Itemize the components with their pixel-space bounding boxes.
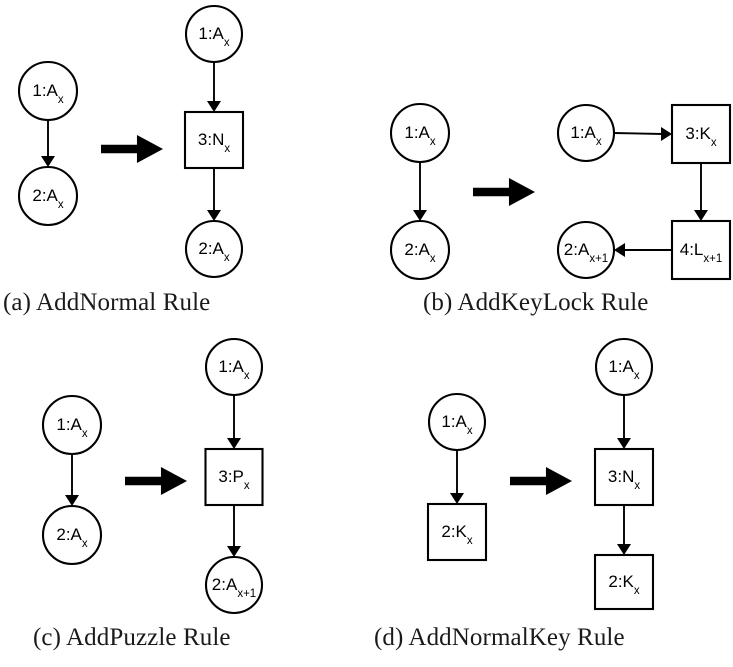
node-a-lhs-n1: 1:Ax xyxy=(17,60,79,122)
panel-b: 1:Ax 2:Ax 1:Ax 3:Kx 4:Lx+1 2:Ax+1 xyxy=(389,102,732,281)
node-rect-n2 xyxy=(593,553,655,611)
node-c-rhs-n1: 1:Ax xyxy=(204,337,264,397)
edge-arrowhead-a-n1-n2 xyxy=(41,156,55,167)
node-label-c-rhs-n3: 3:Px xyxy=(218,467,250,492)
edge-arrowhead-d-n3-n2 xyxy=(617,544,631,555)
node-rect-n3 xyxy=(204,447,264,507)
edge-arrowhead-a-n1-n3 xyxy=(207,101,221,112)
node-circle-n2 xyxy=(41,504,103,566)
node-d-lhs-n1: 1:Ax xyxy=(427,392,487,452)
node-rect-n2 xyxy=(426,502,488,562)
node-circle-n2 xyxy=(556,220,616,280)
node-circle-n2 xyxy=(204,555,264,615)
node-c-lhs-n1: 1:Ax xyxy=(41,394,103,456)
edge-arrowhead-a-n3-n2 xyxy=(207,210,221,221)
node-label-c-rhs-n2: 2:Ax+1 xyxy=(212,575,256,600)
node-rect-n3 xyxy=(593,447,655,507)
node-label-a-rhs-n3: 3:Nx xyxy=(198,130,230,155)
node-rect-n3 xyxy=(670,103,732,165)
node-c-rhs-n3: 3:Px xyxy=(204,447,264,507)
node-b-rhs-n4: 4:Lx+1 xyxy=(670,219,732,281)
node-label-c-lhs-n2: 2:Ax xyxy=(56,525,88,550)
node-label-d-rhs-n2: 2:Kx xyxy=(608,572,640,597)
rewrite-arrow-b xyxy=(473,178,535,206)
node-circle-n1 xyxy=(594,337,654,397)
node-rect-n4 xyxy=(670,219,732,281)
node-label-c-rhs-n1: 1:Ax xyxy=(218,357,250,382)
panel-c-caption: (c) AddPuzzle Rule xyxy=(33,624,231,651)
node-label-a-rhs-n1: 1:Ax xyxy=(198,24,230,49)
node-circle-n1 xyxy=(389,102,451,164)
panel-c: 1:Ax 2:Ax 1:Ax 3:Px 2:Ax+1 xyxy=(41,337,264,615)
panel-a: 1:Ax 2:Ax 1:Ax 3:Nx 2:Ax xyxy=(17,4,245,279)
node-label-d-lhs-n2: 2:Kx xyxy=(441,522,473,547)
node-label-a-lhs-n1: 1:Ax xyxy=(32,81,64,106)
panel-a-caption: (a) AddNormal Rule xyxy=(3,289,211,316)
node-label-b-rhs-n2: 2:Ax+1 xyxy=(564,240,608,265)
edge-arrowhead-b-n1-n2 xyxy=(413,210,427,221)
edge-arrowhead-c-n1-n3 xyxy=(227,438,241,449)
panel-d: 1:Ax 2:Kx 1:Ax 3:Nx 2:Kx xyxy=(426,337,655,611)
node-d-rhs-n1: 1:Ax xyxy=(594,337,654,397)
node-circle-n2 xyxy=(17,165,79,227)
rewrite-arrow-d xyxy=(510,467,572,495)
node-b-lhs-n1: 1:Ax xyxy=(389,102,451,164)
node-circle-n1 xyxy=(41,394,103,456)
node-label-b-rhs-n1: 1:Ax xyxy=(570,123,602,148)
edge-arrowhead-b-n1-n3 xyxy=(661,127,672,141)
node-label-b-rhs-n4: 4:Lx+1 xyxy=(680,240,723,265)
panel-b-caption: (b) AddKeyLock Rule xyxy=(423,289,649,316)
edge-arrowhead-d-n1-n3 xyxy=(617,438,631,449)
node-circle-n1 xyxy=(556,103,616,163)
node-c-rhs-n2: 2:Ax+1 xyxy=(204,555,264,615)
edge-arrowhead-b-n4-n2 xyxy=(614,243,625,257)
node-circle-n1 xyxy=(17,60,79,122)
node-label-d-lhs-n1: 1:Ax xyxy=(441,412,473,437)
edge-arrowhead-c-n1-n2 xyxy=(65,495,79,506)
node-label-b-rhs-n3: 3:Kx xyxy=(685,124,717,149)
panel-d-caption: (d) AddNormalKey Rule xyxy=(374,624,625,651)
rewrite-arrow-c xyxy=(125,467,187,495)
node-circle-n2 xyxy=(389,219,451,281)
node-circle-n1 xyxy=(204,337,264,397)
node-label-a-rhs-n2: 2:Ax xyxy=(198,239,230,264)
node-label-d-rhs-n1: 1:Ax xyxy=(608,357,640,382)
node-label-b-lhs-n2: 2:Ax xyxy=(404,240,436,265)
node-d-lhs-n2: 2:Kx xyxy=(426,502,488,562)
node-label-d-rhs-n3: 3:Nx xyxy=(608,467,640,492)
node-b-rhs-n1: 1:Ax xyxy=(556,103,616,163)
node-circle-n1 xyxy=(184,4,244,64)
node-a-rhs-n1: 1:Ax xyxy=(184,4,244,64)
node-c-lhs-n2: 2:Ax xyxy=(41,504,103,566)
node-b-lhs-n2: 2:Ax xyxy=(389,219,451,281)
node-label-c-lhs-n1: 1:Ax xyxy=(56,415,88,440)
edge-arrowhead-d-n1-n2 xyxy=(450,493,464,504)
node-d-rhs-n3: 3:Nx xyxy=(593,447,655,507)
node-a-rhs-n3: 3:Nx xyxy=(183,110,245,170)
node-rect-n3 xyxy=(183,110,245,170)
node-circle-n2 xyxy=(184,219,244,279)
edge-arrowhead-b-n3-n4 xyxy=(694,210,708,221)
node-b-rhs-n2: 2:Ax+1 xyxy=(556,220,616,280)
node-label-b-lhs-n1: 1:Ax xyxy=(404,123,436,148)
node-a-lhs-n2: 2:Ax xyxy=(17,165,79,227)
edge-arrowhead-c-n3-n2 xyxy=(227,546,241,557)
node-a-rhs-n2: 2:Ax xyxy=(184,219,244,279)
node-b-rhs-n3: 3:Kx xyxy=(670,103,732,165)
edge-b-n1-n3 xyxy=(613,132,664,135)
node-label-a-lhs-n2: 2:Ax xyxy=(32,186,64,211)
node-d-rhs-n2: 2:Kx xyxy=(593,553,655,611)
rewrite-arrow-a xyxy=(101,135,163,163)
node-circle-n1 xyxy=(427,392,487,452)
